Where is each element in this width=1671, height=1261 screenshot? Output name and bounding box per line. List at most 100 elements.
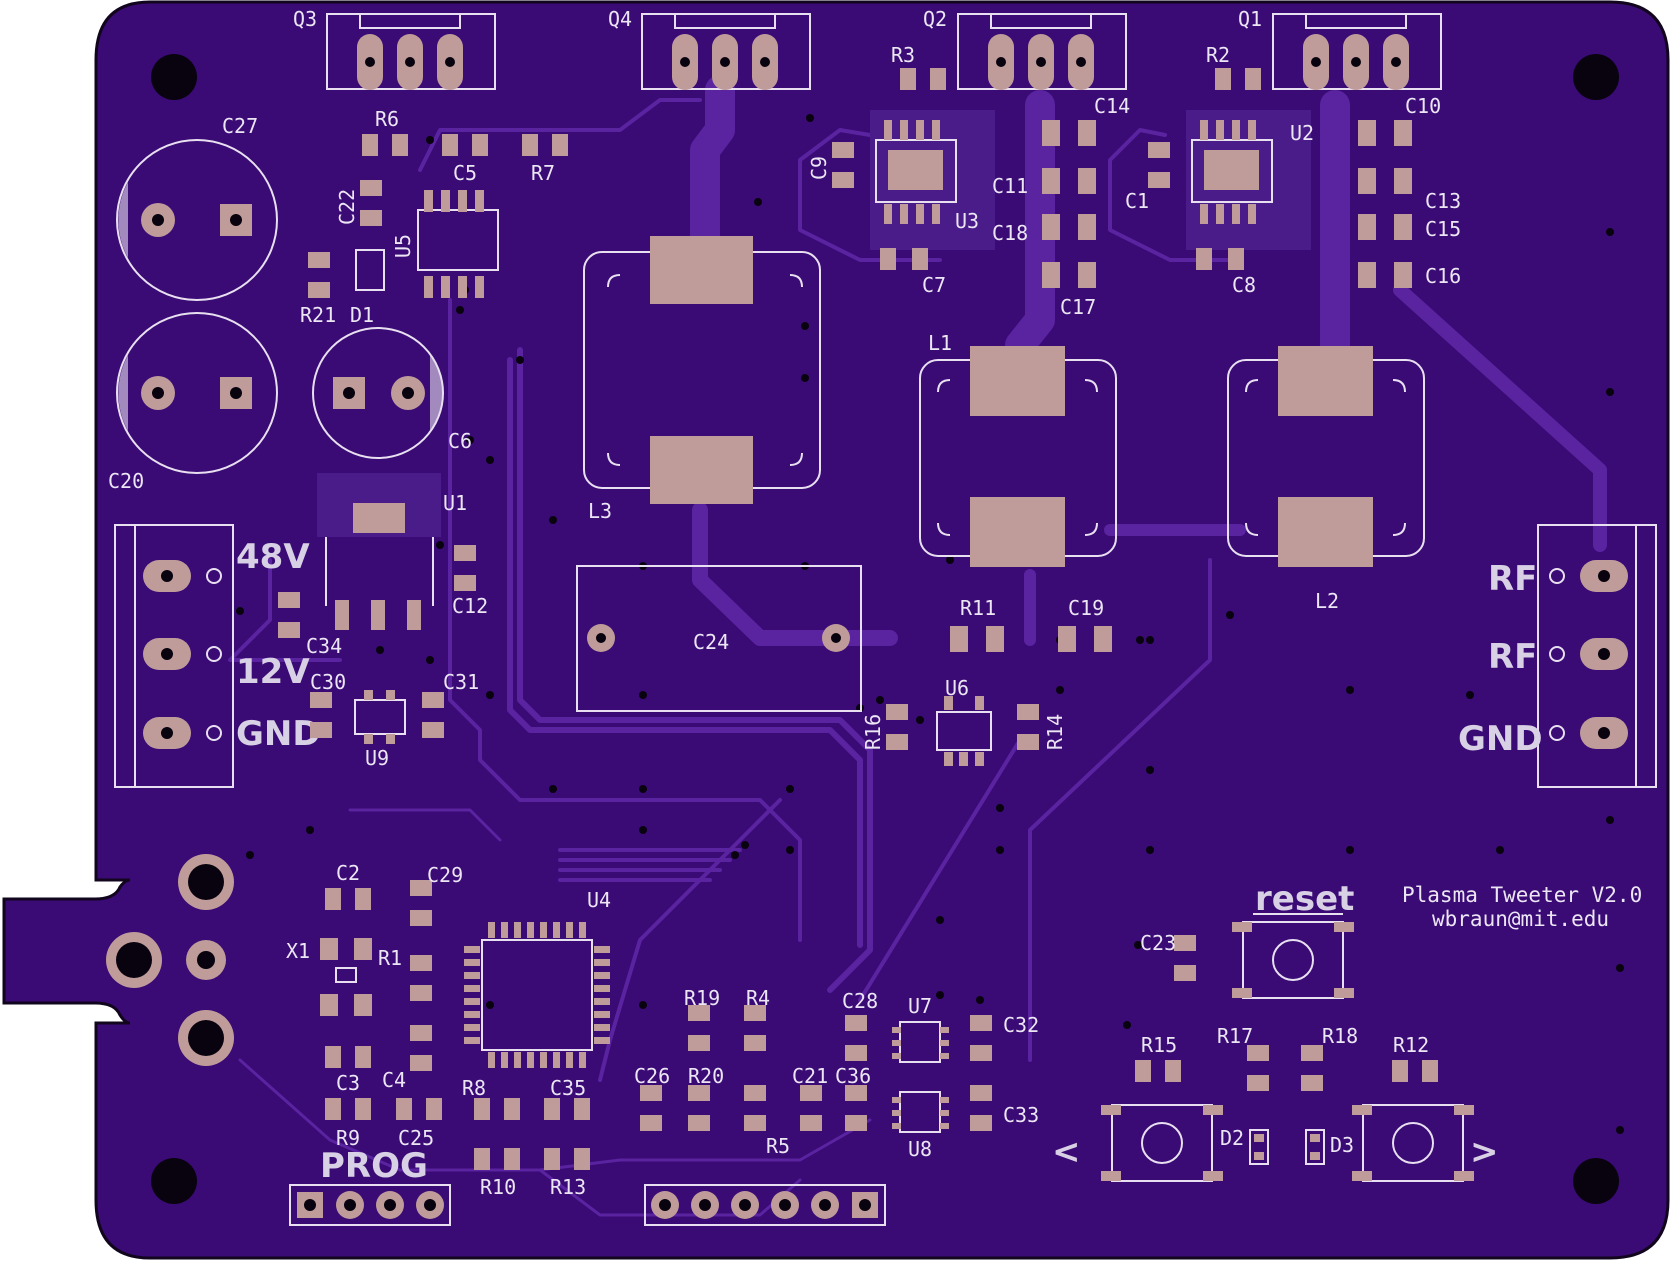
ref-c9: C9 (807, 156, 831, 180)
mounting-hole-tl (151, 54, 197, 100)
ref-r1: R1 (378, 946, 402, 970)
ref-c2: C2 (336, 861, 360, 885)
ref-l3: L3 (588, 499, 612, 523)
ref-r6: R6 (375, 107, 399, 131)
inductor-l2: L2 (1227, 346, 1425, 613)
ref-r5: R5 (766, 1134, 790, 1158)
ref-c31: C31 (443, 670, 479, 694)
label-gnd-right: GND (1458, 719, 1543, 759)
ref-c28: C28 (842, 989, 878, 1013)
ref-r8: R8 (462, 1076, 486, 1100)
power-terminal-block: 48V 12V GND (114, 524, 321, 788)
ref-r15: R15 (1141, 1033, 1177, 1057)
ref-c32: C32 (1003, 1013, 1039, 1037)
ref-c5: C5 (453, 161, 477, 185)
label-prog: PROG (320, 1146, 428, 1186)
ic-u1: U1 (317, 473, 467, 630)
vias (236, 114, 1624, 1134)
inductor-l3: L3 (583, 236, 821, 523)
mounting-hole-bl (151, 1158, 197, 1204)
ref-c18: C18 (992, 221, 1028, 245)
ref-c8: C8 (1232, 273, 1256, 297)
left-button[interactable]: < (1052, 1104, 1223, 1182)
ref-c24: C24 (693, 630, 729, 654)
ref-u1: U1 (443, 491, 467, 515)
ref-u7: U7 (908, 994, 932, 1018)
right-button[interactable]: > (1352, 1104, 1499, 1182)
label-rf-2: RF (1488, 637, 1537, 677)
transistor-q4: Q4 (608, 7, 811, 90)
ref-c35: C35 (550, 1076, 586, 1100)
transistor-q3: Q3 (293, 7, 496, 90)
ref-c10: C10 (1405, 94, 1441, 118)
ic-u2: U2 (1186, 110, 1314, 250)
label-gnd-left: GND (236, 714, 321, 754)
label-reset: reset (1255, 879, 1354, 919)
ic-u8: U8 (892, 1091, 949, 1161)
ref-c15: C15 (1425, 217, 1461, 241)
ref-c17: C17 (1060, 295, 1096, 319)
ref-d1: D1 (350, 303, 374, 327)
ref-r18: R18 (1322, 1024, 1358, 1048)
board-title: Plasma Tweeter V2.0 (1402, 883, 1642, 907)
ref-c16: C16 (1425, 264, 1461, 288)
ref-q1: Q1 (1238, 7, 1262, 31)
ref-q4: Q4 (608, 7, 632, 31)
ref-c1: C1 (1125, 189, 1149, 213)
ref-c11: C11 (992, 174, 1028, 198)
ref-r4: R4 (746, 986, 770, 1010)
arrow-right-icon: > (1470, 1132, 1499, 1172)
arrow-left-icon: < (1052, 1132, 1081, 1172)
ref-u4: U4 (587, 888, 611, 912)
ref-r12: R12 (1393, 1033, 1429, 1057)
mounting-hole-br (1573, 1158, 1619, 1204)
ref-d2: D2 (1220, 1126, 1244, 1150)
ref-c13: C13 (1425, 189, 1461, 213)
ref-u6: U6 (945, 676, 969, 700)
ref-x1: X1 (286, 939, 310, 963)
ref-r7: R7 (531, 161, 555, 185)
ref-c34: C34 (306, 634, 342, 658)
inductor-l1: L1 (919, 331, 1117, 567)
ref-c29: C29 (427, 863, 463, 887)
ref-u3: U3 (955, 209, 979, 233)
reset-button[interactable]: reset (1232, 879, 1354, 999)
ref-c22: C22 (335, 189, 359, 225)
mounting-hole-tr (1573, 54, 1619, 100)
ref-c21: C21 (792, 1064, 828, 1088)
capacitor-c24: C24 (576, 565, 862, 712)
capacitor-c6: C6 (312, 327, 472, 459)
ic-u4: U4 (464, 888, 611, 1068)
ref-q3: Q3 (293, 7, 317, 31)
ref-c26: C26 (634, 1064, 670, 1088)
ref-u8: U8 (908, 1137, 932, 1161)
ref-c30: C30 (310, 670, 346, 694)
ref-r13: R13 (550, 1175, 586, 1199)
ref-r16: R16 (861, 714, 885, 750)
ref-c36: C36 (835, 1064, 871, 1088)
ref-c14: C14 (1094, 94, 1130, 118)
ref-c33: C33 (1003, 1103, 1039, 1127)
ref-c7: C7 (922, 273, 946, 297)
ref-c23: C23 (1140, 931, 1176, 955)
ref-r21: R21 (300, 303, 336, 327)
ref-c6: C6 (448, 429, 472, 453)
capacitor-c20: C20 (108, 312, 278, 493)
transistor-q2: Q2 (923, 7, 1127, 90)
ref-c27: C27 (222, 114, 258, 138)
ref-u2: U2 (1290, 121, 1314, 145)
ic-u6: U6 (936, 676, 992, 766)
audio-jack (106, 854, 234, 1066)
ref-c4: C4 (382, 1068, 406, 1092)
ref-r17: R17 (1217, 1024, 1253, 1048)
label-rf-1: RF (1488, 559, 1537, 599)
ref-r2: R2 (1206, 43, 1230, 67)
ref-r14: R14 (1043, 714, 1067, 750)
prog-header: PROG (289, 1146, 451, 1226)
label-48v: 48V (236, 537, 310, 577)
ref-r19: R19 (684, 986, 720, 1010)
ref-c12: C12 (452, 594, 488, 618)
rf-terminal-block: RF RF GND (1458, 524, 1657, 788)
ref-l2: L2 (1315, 589, 1339, 613)
